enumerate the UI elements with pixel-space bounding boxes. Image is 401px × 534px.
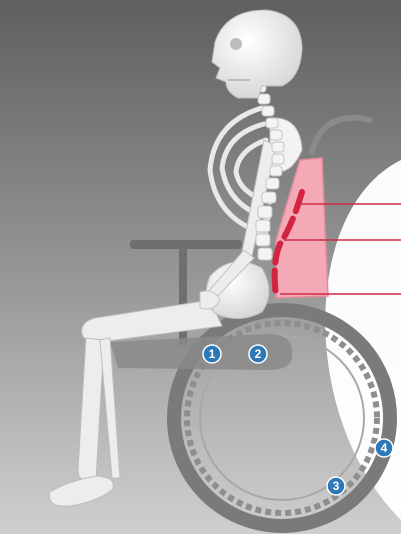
- marker-2-label: 2: [255, 347, 262, 361]
- marker-2: 2: [249, 345, 267, 363]
- marker-1-label: 1: [209, 347, 216, 361]
- marker-3: 3: [327, 477, 345, 495]
- marker-4-label: 4: [381, 441, 388, 455]
- marker-1: 1: [203, 345, 221, 363]
- marker-4: 4: [375, 439, 393, 457]
- marker-3-label: 3: [333, 479, 340, 493]
